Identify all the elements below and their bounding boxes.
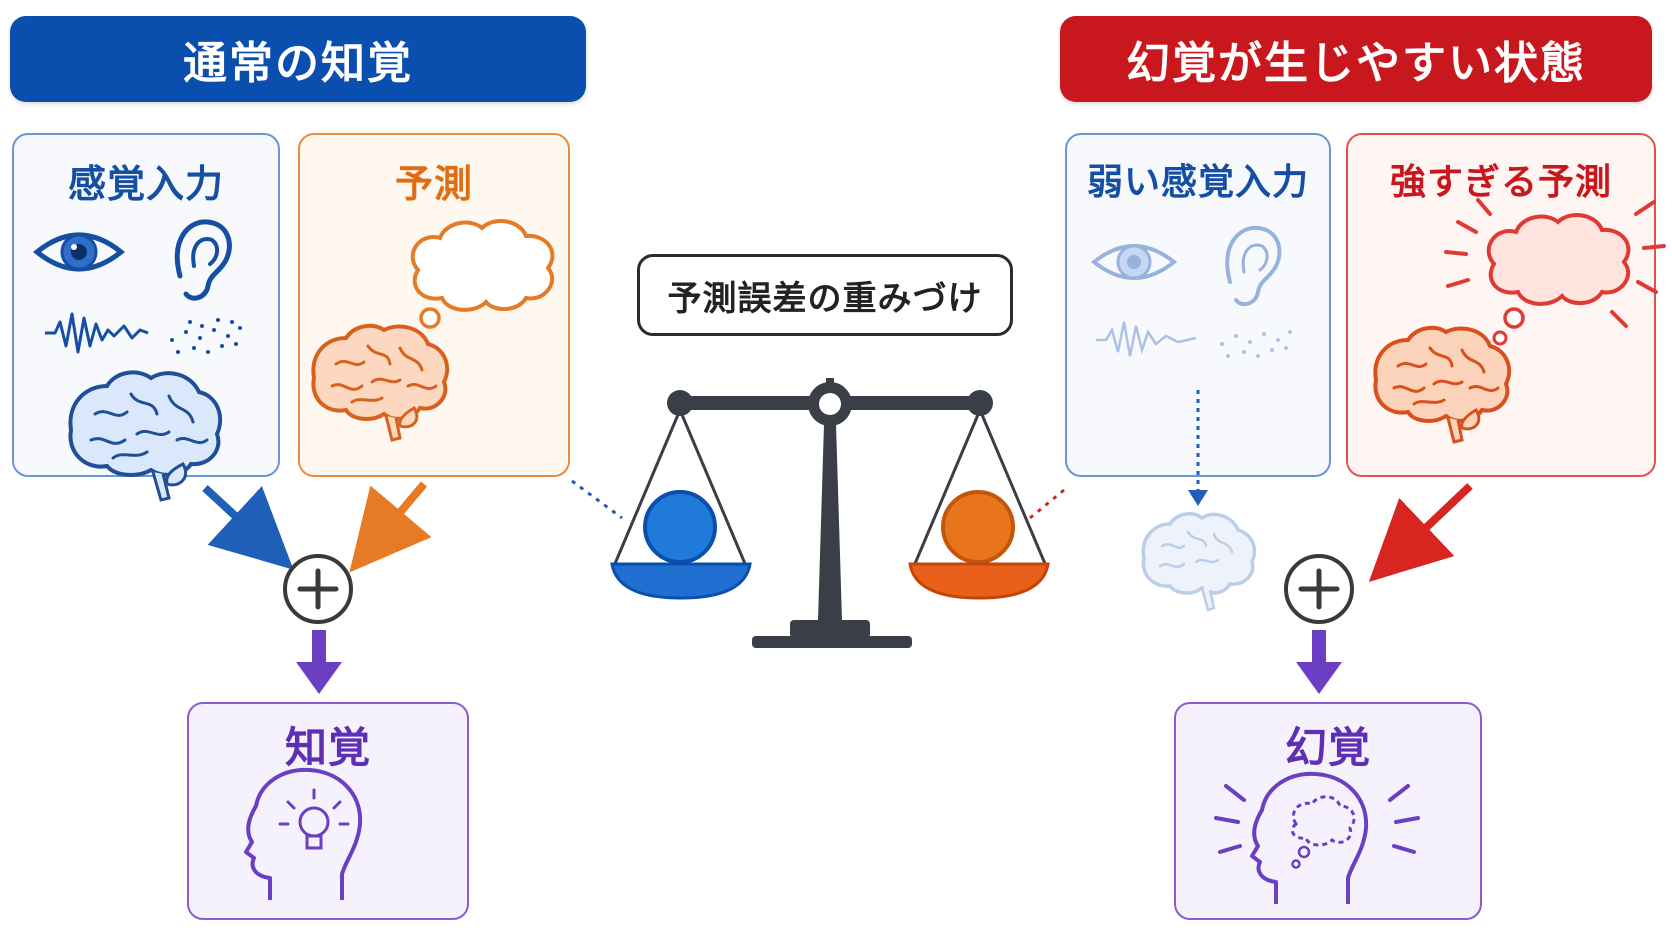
perception-title: 知覚 bbox=[284, 723, 371, 772]
perception-box: 知覚 bbox=[187, 702, 469, 920]
strong-prediction-title: 強すぎる予測 bbox=[1389, 162, 1612, 203]
sound-wave-icon bbox=[1096, 321, 1197, 357]
brain-icon bbox=[311, 323, 450, 442]
sensory-to-plus-arrow bbox=[202, 485, 294, 570]
plus-to-perception-arrow bbox=[296, 630, 342, 694]
head-thought-icon bbox=[1250, 771, 1369, 904]
thought-bubble-icon bbox=[406, 219, 555, 344]
burst-lines bbox=[1214, 784, 1420, 854]
eye-icon bbox=[1090, 244, 1178, 280]
sound-wave-icon bbox=[45, 312, 149, 354]
sensory-input-title: 感覚入力 bbox=[67, 162, 224, 206]
prediction-title: 予測 bbox=[394, 162, 473, 206]
brain-icon bbox=[1373, 325, 1512, 444]
head-lightbulb-icon bbox=[244, 767, 363, 900]
dots-icon bbox=[1220, 330, 1292, 358]
prediction-to-plus-arrow bbox=[349, 481, 432, 573]
hallucination-state-header: 幻覚が生じやすい状態 bbox=[1060, 16, 1652, 102]
right-pan bbox=[908, 562, 1050, 600]
balance-scale-icon bbox=[610, 378, 1050, 648]
prediction-to-scale-dotted bbox=[1029, 488, 1065, 520]
strong-prediction-to-plus-arrow bbox=[1368, 483, 1473, 583]
ear-icon bbox=[1225, 225, 1282, 307]
brain-icon bbox=[1141, 512, 1257, 612]
hallucination-title: 幻覚 bbox=[1284, 723, 1371, 772]
normal-perception-header: 通常の知覚 bbox=[10, 16, 586, 102]
hallucination-box: 幻覚 bbox=[1174, 702, 1482, 920]
left-pan bbox=[610, 562, 752, 600]
blue-weight bbox=[643, 490, 717, 564]
brain-icon bbox=[68, 370, 223, 502]
plus-icon bbox=[283, 554, 353, 624]
prediction-box: 予測 bbox=[298, 133, 570, 477]
ear-icon bbox=[174, 219, 232, 301]
orange-weight bbox=[941, 490, 1015, 564]
burst-lines bbox=[1444, 198, 1666, 328]
plus-icon bbox=[1284, 554, 1354, 624]
sensory-to-scale-dotted bbox=[571, 479, 623, 520]
thought-bubble-icon bbox=[1486, 213, 1631, 346]
dots-icon bbox=[170, 318, 242, 354]
prediction-error-weighting-label: 予測誤差の重みづけ bbox=[637, 254, 1013, 336]
plus-to-hallucination-arrow bbox=[1296, 630, 1342, 694]
strong-prediction-box: 強すぎる予測 bbox=[1346, 133, 1656, 477]
eye-icon bbox=[33, 232, 125, 272]
weak-sensory-input-title: 弱い感覚入力 bbox=[1086, 162, 1309, 203]
